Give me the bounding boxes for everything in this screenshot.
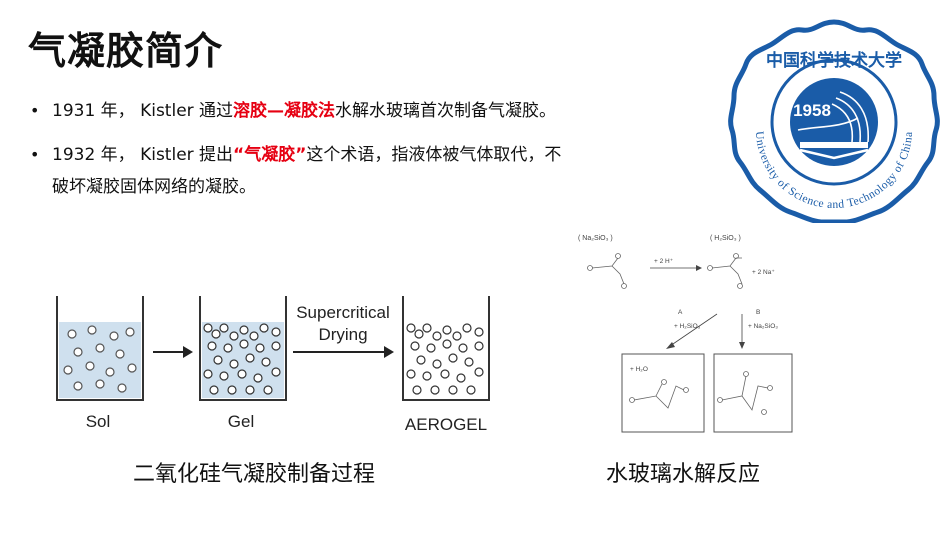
route-b-reagent: + Na₂SiO₃: [748, 323, 778, 330]
bullet-text-post: 水解水玻璃首次制备气凝胶。: [335, 101, 557, 121]
reagent-top: + 2 H⁺: [654, 258, 674, 265]
bullet-highlight: 溶胶—凝胶法: [233, 101, 336, 121]
box-a-text: + H₂O: [630, 366, 648, 373]
reaction-arrow-icon: [650, 265, 702, 271]
bullet-list: • 1931 年， Kistler 通过溶胶—凝胶法水解水玻璃首次制备气凝胶。 …: [30, 95, 570, 215]
process-caption: 二氧化硅气凝胶制备过程: [133, 462, 376, 487]
byproduct-top: + 2 Na⁺: [752, 269, 775, 276]
gel-beaker: [199, 296, 287, 401]
sol-gel-process-diagram: Sol Gel Supercritical Drying: [56, 296, 490, 434]
logo-center-disc: [790, 78, 878, 166]
route-b-label: B: [756, 309, 760, 316]
sol-beaker: [56, 296, 144, 401]
logo-inner-ring: [770, 58, 898, 186]
logo-book-icon: [799, 148, 869, 160]
arrow-right-icon: [293, 346, 394, 358]
arrow-right-icon: [153, 346, 193, 358]
bullet-highlight: “气凝胶”: [233, 145, 307, 165]
logo-book-base: [800, 142, 868, 148]
bullet-text-pre: 1932 年， Kistler 提出: [52, 145, 234, 165]
bullet-text-post: 这个术语，指液体被气体取代，不破坏凝胶固体网络的凝胶。: [52, 145, 562, 197]
page-title: 气凝胶简介: [28, 29, 224, 73]
product-box-a: [621, 353, 705, 433]
step-label-line2: Drying: [318, 325, 367, 344]
reactant-label: ( Na₂SiO₃ ): [578, 235, 613, 242]
route-a-arrow-icon: [666, 313, 718, 349]
logo-swoosh-icon: [797, 91, 869, 143]
logo-seal-text: 中国科学技术大学: [766, 50, 902, 71]
reaction-caption: 水玻璃水解反应: [606, 462, 761, 487]
logo-outer-scallop: [728, 19, 940, 223]
product-box-b: [713, 353, 793, 433]
aerogel-label: AEROGEL: [405, 415, 487, 434]
bullet-item-1931: • 1931 年， Kistler 通过溶胶—凝胶法水解水玻璃首次制备气凝胶。: [30, 95, 570, 127]
water-glass-reaction-diagram: ( Na₂SiO₃ ) ( H₂SiO₃ ) + 2 H⁺ + 2 Na⁺ A …: [578, 235, 793, 433]
bullet-dot: •: [30, 101, 40, 120]
step-label-line1: Supercritical: [296, 303, 390, 322]
route-a-reagent: + H₂SiO₃: [674, 323, 701, 330]
logo-year: 1958: [793, 101, 831, 120]
bullet-item-1932: • 1932 年， Kistler 提出“气凝胶”这个术语，指液体被气体取代，不…: [30, 139, 570, 203]
bullet-text-pre: 1931 年， Kistler 通过: [52, 101, 234, 121]
product-label: ( H₂SiO₃ ): [710, 235, 741, 242]
ustc-logo: University of Science and Technology of …: [728, 19, 940, 223]
gel-label: Gel: [228, 412, 254, 431]
route-a-label: A: [678, 309, 683, 316]
aerogel-beaker: [402, 296, 490, 401]
sol-label: Sol: [86, 412, 111, 431]
route-b-arrow-icon: [739, 314, 745, 349]
bullet-dot: •: [30, 145, 40, 164]
